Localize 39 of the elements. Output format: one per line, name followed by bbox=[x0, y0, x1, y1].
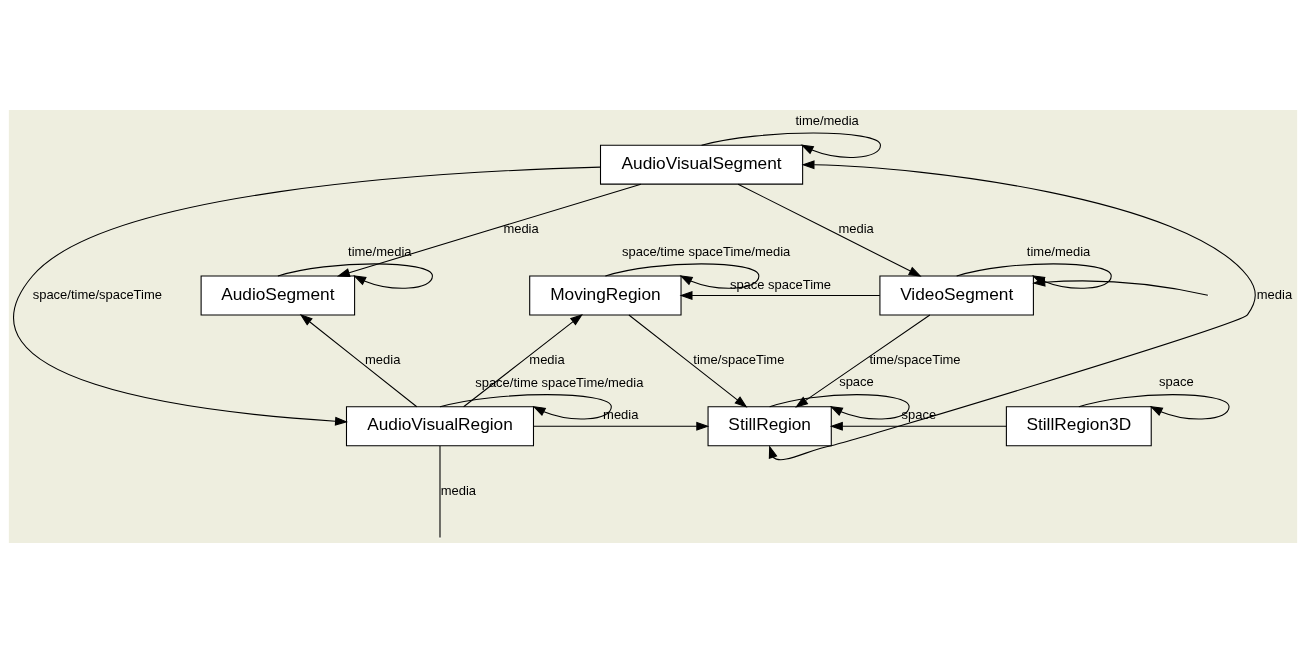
node-box: MovingRegion bbox=[529, 275, 682, 316]
edge-label: space/time spaceTime/media bbox=[622, 243, 791, 259]
edge-label: media bbox=[365, 352, 401, 368]
node-box: StillRegion3D bbox=[1005, 406, 1152, 447]
arrow bbox=[277, 263, 433, 289]
arrow bbox=[737, 183, 922, 277]
arrow bbox=[299, 313, 418, 408]
edge-label: media bbox=[603, 407, 639, 423]
edge-label: time/media bbox=[348, 243, 412, 259]
edge-label: time/spaceTime bbox=[693, 352, 785, 368]
edge-label: space bbox=[1159, 374, 1194, 390]
edge-label: space/time/spaceTime bbox=[32, 286, 162, 302]
edge-label: space bbox=[839, 374, 874, 390]
edge-label: time/media bbox=[1026, 243, 1091, 259]
edge-label: media bbox=[503, 221, 539, 237]
edge-label: media bbox=[1256, 286, 1293, 302]
arrow bbox=[533, 421, 710, 431]
arrow bbox=[829, 421, 1007, 431]
node-box: StillRegion bbox=[707, 406, 832, 447]
arrow bbox=[701, 132, 881, 158]
node-box: AudioSegment bbox=[200, 275, 356, 316]
connector bbox=[439, 445, 441, 538]
arrow bbox=[13, 166, 601, 426]
arrow bbox=[336, 183, 642, 278]
edge-label: media bbox=[440, 483, 477, 499]
arrow bbox=[768, 160, 1256, 461]
node-box: AudioVisualSegment bbox=[599, 144, 804, 185]
arrow bbox=[604, 263, 760, 289]
arrow bbox=[628, 314, 748, 408]
node-box: VideoSegment bbox=[879, 275, 1034, 316]
node-box: AudioVisualRegion bbox=[345, 406, 535, 447]
arrow bbox=[769, 394, 910, 420]
arrow bbox=[795, 314, 931, 408]
edge-label: time/media bbox=[795, 112, 859, 128]
edge-label: media bbox=[838, 221, 874, 237]
arrow bbox=[679, 290, 881, 301]
edge-label: media bbox=[529, 352, 565, 368]
arrow bbox=[463, 313, 583, 408]
edge-label: time/spaceTime bbox=[869, 352, 961, 368]
